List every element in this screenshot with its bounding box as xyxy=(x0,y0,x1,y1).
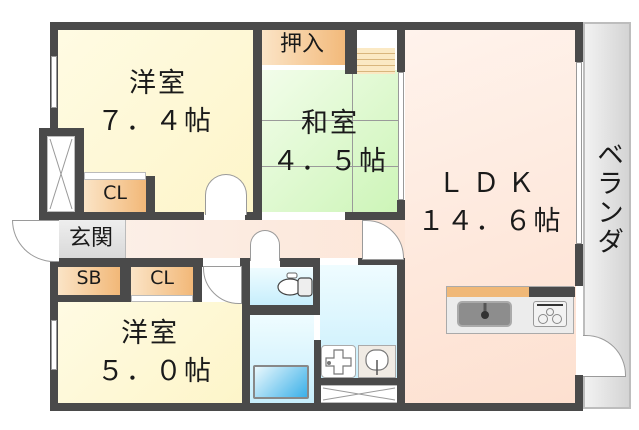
wall-v-ldk-right xyxy=(575,22,583,62)
shoe-cabinet-x xyxy=(47,136,75,212)
burner-icon xyxy=(537,304,563,324)
western-room-5-0 xyxy=(58,302,242,403)
balcony xyxy=(583,22,631,409)
wall-closet-right xyxy=(75,128,84,220)
closet-cl-1 xyxy=(84,180,146,212)
oshiire-closet xyxy=(262,30,348,65)
kitchen-counter xyxy=(446,286,575,334)
ldk-size: １４．６帖 xyxy=(417,206,563,237)
closet-cl-2 xyxy=(131,267,193,295)
tatami-line xyxy=(262,166,398,167)
door-toilet[interactable] xyxy=(250,230,280,261)
window-left[interactable] xyxy=(51,56,57,108)
wall-mid-horizontal-1c xyxy=(345,212,405,220)
wall-top xyxy=(50,22,583,30)
window-left-lower[interactable] xyxy=(51,320,57,370)
wall-v-bath xyxy=(242,258,250,408)
wall-sb-cl xyxy=(120,258,131,302)
wall-v-ldk-right-3 xyxy=(575,375,583,411)
sb-label: SB xyxy=(76,267,102,289)
wall-cl2-right xyxy=(193,258,202,302)
sink-icon xyxy=(365,349,389,375)
door-western-2[interactable] xyxy=(203,266,242,304)
counter-top-strip xyxy=(447,287,529,297)
wall-oshiire-bottom xyxy=(345,22,357,74)
wall-v-japanese xyxy=(397,22,405,72)
entrance-door[interactable] xyxy=(12,220,59,262)
entrance-floor xyxy=(58,220,126,260)
wall-v-ldk-left xyxy=(397,258,405,408)
door-western-1[interactable] xyxy=(205,174,247,215)
entrance-label: 玄関 xyxy=(68,226,113,251)
toilet-fixture xyxy=(274,270,314,300)
wall-v-western1 xyxy=(253,22,262,220)
washroom-x-storage xyxy=(320,385,398,403)
drain-icon xyxy=(325,349,352,375)
western2-name: 洋室 xyxy=(121,318,179,349)
wall-v-washroom-2 xyxy=(314,340,321,408)
kitchen-sink xyxy=(457,301,512,327)
wall-mid-horizontal-2d xyxy=(358,258,405,265)
ldk-room xyxy=(405,30,576,405)
closet-door-area xyxy=(131,295,193,302)
wall-v-ldk-right-2 xyxy=(575,244,583,286)
shelf-storage xyxy=(357,48,395,74)
bathtub xyxy=(253,365,309,399)
wall-toilet-bottom xyxy=(250,305,320,315)
wash-basin xyxy=(358,345,396,378)
closet-door-area xyxy=(84,172,146,180)
wall-cl1-right xyxy=(146,176,155,214)
western1-name: 洋室 xyxy=(129,68,187,99)
washing-machine-pan xyxy=(321,345,356,378)
wall-left-closet xyxy=(39,128,47,220)
x-mark-icon xyxy=(322,387,396,401)
sliding-door-jp-ldk[interactable] xyxy=(398,72,404,200)
western1-size: ７．４帖 xyxy=(97,106,213,137)
wall-left-closet-top xyxy=(39,128,83,136)
wall-closets-bottom xyxy=(58,295,131,302)
western2-size: ５．０帖 xyxy=(97,356,213,387)
wall-v-washroom xyxy=(313,258,320,310)
wall-jp-ldk xyxy=(397,200,405,220)
tatami-line xyxy=(352,70,353,212)
tatami-line xyxy=(262,120,398,121)
japanese-room xyxy=(262,70,398,212)
shoe-box-sb xyxy=(58,267,120,295)
ldk-name: ＬＤＫ xyxy=(437,168,543,199)
japanese-room-size: ４．５帖 xyxy=(272,146,388,177)
x-mark-icon xyxy=(49,138,73,210)
balcony-label: ベランダ xyxy=(592,140,623,256)
wall-mid-horizontal-1b xyxy=(245,212,260,220)
window-ldk-balcony[interactable] xyxy=(576,62,582,244)
wall-mid-horizontal-1 xyxy=(39,212,204,220)
counter-wall xyxy=(529,287,575,297)
stove xyxy=(533,301,567,327)
cl1-label: CL xyxy=(103,182,127,204)
japanese-room-name: 和室 xyxy=(301,108,359,139)
wall-washroom-bottom xyxy=(320,378,398,385)
cl2-label: CL xyxy=(150,267,174,289)
faucet-icon xyxy=(481,303,489,319)
oshiire-label: 押入 xyxy=(279,32,324,57)
toilet-icon xyxy=(277,272,313,297)
wall-mid-horizontal-2c xyxy=(280,258,320,267)
